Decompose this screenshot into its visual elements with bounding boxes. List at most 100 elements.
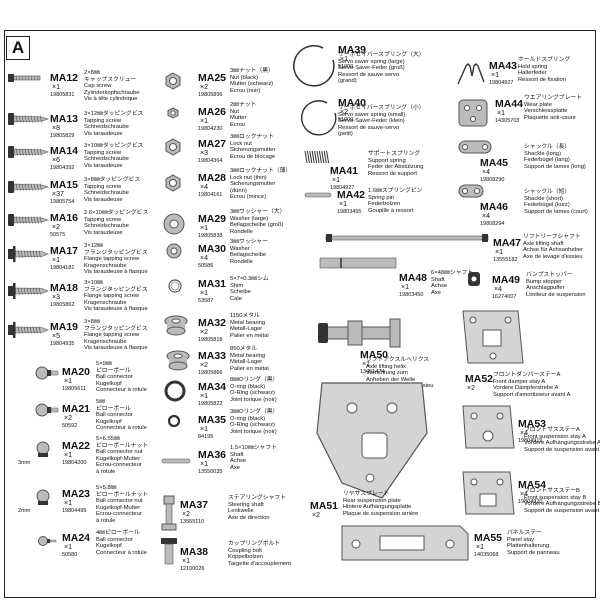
description-line: Ecrou (mince): [230, 194, 267, 201]
description-line: 3×12㎜: [84, 243, 103, 249]
description-line: フロントサスステーA: [524, 427, 580, 433]
part-qty: ×2: [200, 329, 208, 336]
part-ma16-icon: [8, 213, 49, 231]
description-line: Lock nut: [230, 140, 252, 147]
part-number: 19805829: [50, 133, 75, 139]
description-line: Front suspension stay B: [524, 494, 587, 501]
part-number: 19808294: [480, 221, 505, 227]
part-code: MA41: [330, 165, 359, 177]
description-line: フロントダンパーステーA: [493, 372, 561, 378]
part-code: MA18: [50, 282, 79, 294]
part-ma54-icon: [460, 468, 516, 523]
description-line: Ecrou (noir): [230, 87, 261, 94]
description-line: Feder der Abstützung: [368, 164, 424, 171]
part-number: 19804161: [198, 192, 223, 198]
description-line: Connecteur à rotule: [96, 425, 147, 432]
part-qty: ×1: [339, 201, 347, 208]
part-code: MA14: [50, 145, 79, 157]
part-code: MA52: [465, 373, 494, 385]
parts-sheet: [4, 30, 596, 598]
description-line: 5×7×0.3㎜シム: [230, 276, 269, 282]
description-line: Kugelkopf-Mutter: [96, 504, 141, 511]
part-number: 13550035: [198, 469, 223, 475]
section-letter: A: [6, 36, 30, 60]
description-line: Schneidschraube: [84, 156, 129, 163]
description-line: ウエアリングプレート: [524, 95, 582, 101]
description-line: シャックル（短）: [524, 189, 571, 195]
part-qty: ×1: [200, 461, 208, 468]
part-code: MA15: [50, 179, 79, 191]
part-qty: ×1: [200, 393, 208, 400]
part-number: 19805611: [62, 386, 87, 392]
description-line: Panel stay: [507, 536, 535, 543]
part-qty: ×8: [52, 125, 60, 132]
part-ma19-icon: [8, 322, 49, 343]
description-line: 3㎜ワッシャー（大）: [230, 209, 286, 215]
part-code: MA12: [50, 72, 79, 84]
description-line: Schneidschraube: [84, 124, 129, 131]
description-line: Kugelkopf-Mutter: [96, 455, 141, 462]
description-line: Coupling bolt: [228, 547, 262, 554]
description-line: Connecteur à rotule: [96, 387, 147, 394]
description-line: (dünn): [230, 187, 247, 194]
part-number: 19804200: [62, 460, 87, 466]
part-code: MA51: [310, 500, 339, 512]
description-line: フランジタッピングビス: [84, 325, 148, 332]
description-line: 6×48㎜シャフト: [431, 270, 474, 276]
description-line: Federbügel (kurz): [524, 202, 570, 209]
part-ma14-icon: [8, 145, 49, 163]
part-description: シャックル（短）Shackle (short)Federbügel (kurz)…: [524, 189, 588, 215]
part-code: MA13: [50, 113, 79, 125]
part-number: 19803455: [337, 209, 362, 215]
description-line: (petit): [338, 131, 353, 138]
part-code: MA30: [198, 243, 227, 255]
description-line: 4㎜ピローボール: [96, 530, 140, 536]
description-line: Flange tapping screw: [84, 293, 140, 300]
part-qty: ×4: [482, 169, 490, 176]
part-code: MA55: [474, 532, 503, 544]
description-line: 2㎜ナット: [230, 102, 257, 108]
part-qty: ×1: [497, 110, 505, 117]
part-number: 84195: [198, 434, 214, 440]
description-line: Ressort de fixation: [518, 76, 567, 83]
description-line: Vis à tête cylindrique: [84, 96, 138, 103]
description-line: 2.6×10㎜タッピングビス: [84, 210, 149, 216]
description-line: Palier en métal: [230, 365, 269, 372]
part-number: 19804927: [489, 80, 514, 86]
part-ma37-icon: [158, 495, 180, 537]
part-number: 50586: [198, 263, 214, 269]
part-qty: ×2: [340, 109, 348, 116]
description-line: Nut: [230, 108, 240, 115]
part-code: MA20: [62, 366, 91, 378]
description-line: Wear plate: [524, 101, 552, 108]
description-line: Zylinderkopfschraube: [84, 89, 140, 96]
description-line: Schneidschraube: [84, 223, 129, 230]
part-code: MA40: [338, 97, 367, 109]
description-line: Vis taraudeuse à flasque: [84, 306, 148, 313]
description-line: Ball connector nut: [96, 449, 143, 456]
part-code: MA53: [518, 418, 547, 430]
part-ma23-icon: [36, 489, 58, 511]
description-line: Axe de direction: [228, 514, 270, 521]
description-line: サーボセイバースプリング（大）: [338, 52, 425, 58]
description-line: Flange tapping screw: [84, 332, 140, 339]
part-number: 14035068: [474, 552, 499, 558]
description-line: Support de suspension avant B: [524, 507, 600, 514]
part-number: 50575: [50, 232, 66, 238]
part-qty: ×1: [52, 84, 60, 91]
description-line: Support de suspension avant A: [524, 446, 600, 453]
part-ma40-icon: [301, 100, 337, 145]
part-description: サーボセイバースプリング（小）Servo saver spring (small…: [338, 105, 425, 138]
part-number: 53587: [198, 298, 214, 304]
part-number: 19805866: [198, 370, 223, 376]
description-line: Koppelbolzen: [228, 554, 264, 561]
